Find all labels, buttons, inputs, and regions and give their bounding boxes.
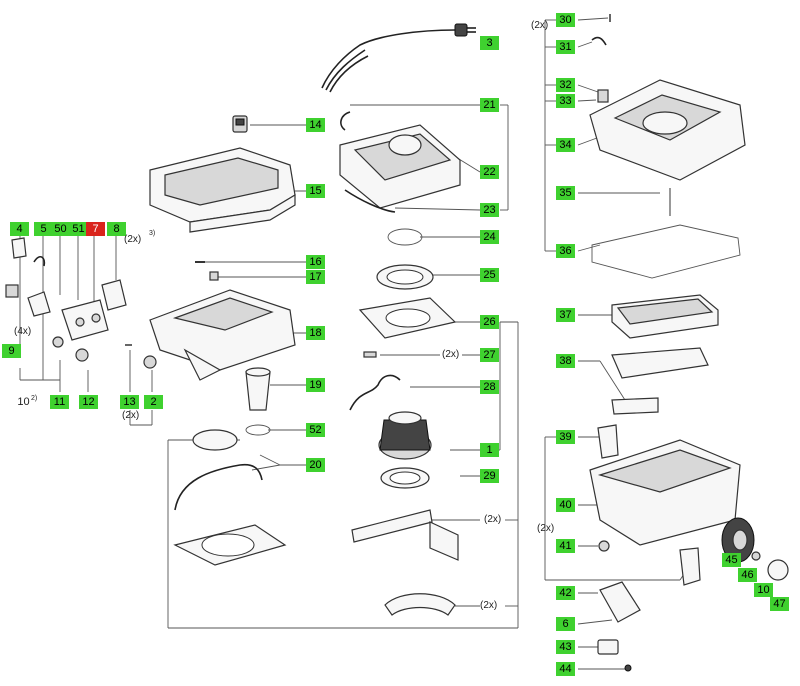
callout-5[interactable]: 5: [34, 222, 53, 236]
callout-24[interactable]: 24: [480, 230, 499, 244]
callout-23[interactable]: 23: [480, 203, 499, 217]
callout-47[interactable]: 47: [770, 597, 789, 611]
callout-42[interactable]: 42: [556, 586, 575, 600]
callout-40[interactable]: 40: [556, 498, 575, 512]
callout-1[interactable]: 1: [480, 443, 499, 457]
footnote-3: 3): [149, 230, 156, 237]
callout-13[interactable]: 13: [120, 395, 139, 409]
callout-44[interactable]: 44: [556, 662, 575, 676]
callout-3[interactable]: 3: [480, 36, 499, 50]
callout-17[interactable]: 17: [306, 270, 325, 284]
qty-note-4x: (4x): [14, 326, 32, 337]
callout-34[interactable]: 34: [556, 138, 575, 152]
callout-15[interactable]: 15: [306, 184, 325, 198]
callout-25[interactable]: 25: [480, 268, 499, 282]
callout-51[interactable]: 51: [69, 222, 88, 236]
qty-note-8: (2x): [124, 234, 142, 245]
callout-41[interactable]: 41: [556, 539, 575, 553]
top-frame: [149, 147, 296, 233]
callout-20[interactable]: 20: [306, 458, 325, 472]
switch-part: [232, 115, 248, 133]
callout-35[interactable]: 35: [556, 186, 575, 200]
callout-33[interactable]: 33: [556, 94, 575, 108]
callout-52[interactable]: 52: [306, 423, 325, 437]
far-left-parts: [5, 237, 157, 369]
footnote-2: 2): [31, 395, 38, 402]
qty-note-13: (2x): [122, 410, 140, 421]
callout-22[interactable]: 22: [480, 165, 499, 179]
callout-28[interactable]: 28: [480, 380, 499, 394]
callout-16[interactable]: 16: [306, 255, 325, 269]
callout-36[interactable]: 36: [556, 244, 575, 258]
callout-10[interactable]: 10: [754, 583, 773, 597]
callout-4[interactable]: 4: [10, 222, 29, 236]
callout-38[interactable]: 38: [556, 354, 575, 368]
callout-26[interactable]: 26: [480, 315, 499, 329]
callout-9[interactable]: 9: [2, 344, 21, 358]
center-parts: [349, 228, 459, 616]
callout-6[interactable]: 6: [556, 617, 575, 631]
motor-board: [339, 111, 461, 213]
callout-50[interactable]: 50: [51, 222, 70, 236]
qty-note-side2: (2x): [480, 600, 498, 611]
callout-27[interactable]: 27: [480, 348, 499, 362]
callout-45[interactable]: 45: [722, 553, 741, 567]
qty-note-27: (2x): [442, 349, 460, 360]
callout-29[interactable]: 29: [480, 469, 499, 483]
qty-note-40: (2x): [537, 523, 555, 534]
callout-12[interactable]: 12: [79, 395, 98, 409]
callout-37[interactable]: 37: [556, 308, 575, 322]
callout-18[interactable]: 18: [306, 326, 325, 340]
callout-8[interactable]: 8: [107, 222, 126, 236]
qty-note-side1: (2x): [484, 514, 502, 525]
callout-7[interactable]: 7: [86, 222, 105, 236]
callout-14[interactable]: 14: [306, 118, 325, 132]
right-column-parts: [589, 14, 789, 672]
qty-note-30: (2x): [531, 20, 549, 31]
callout-10-plain[interactable]: 10: [17, 396, 30, 408]
callout-2[interactable]: 2: [144, 395, 163, 409]
callout-46[interactable]: 46: [738, 568, 757, 582]
left-mid-parts: [149, 261, 296, 566]
callout-39[interactable]: 39: [556, 430, 575, 444]
callout-30[interactable]: 30: [556, 13, 575, 27]
callout-31[interactable]: 31: [556, 40, 575, 54]
mains-cable: [321, 23, 476, 93]
callout-43[interactable]: 43: [556, 640, 575, 654]
callout-11[interactable]: 11: [50, 395, 69, 409]
callout-19[interactable]: 19: [306, 378, 325, 392]
callout-32[interactable]: 32: [556, 78, 575, 92]
callout-21[interactable]: 21: [480, 98, 499, 112]
